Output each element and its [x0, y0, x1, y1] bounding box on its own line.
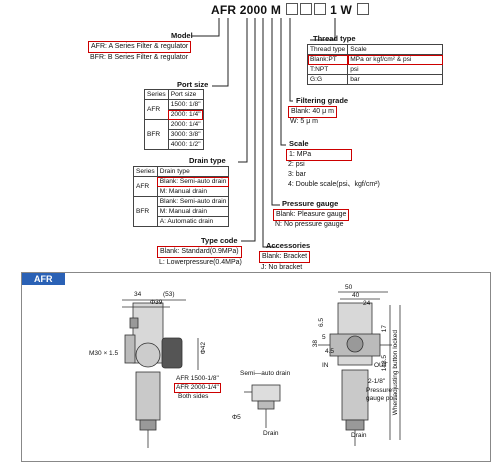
dim-34: 34: [134, 291, 142, 298]
model-code-prefix: AFR 2000 M: [211, 3, 282, 17]
drain-type-bfr-auto: A: Automatic drain: [156, 216, 230, 227]
out-label: OUT: [374, 362, 388, 369]
scale-mpa: 1: MPa: [286, 149, 352, 161]
filtering-grade-5: W: 5 μ m: [290, 118, 319, 125]
model-title: Model: [171, 31, 193, 40]
scale-title: Scale: [289, 139, 309, 148]
type-code-title: Type code: [201, 236, 238, 245]
accessories-bracket: Blank: Bracket: [259, 251, 311, 263]
pressure-gauge-title: Pressure gauge: [282, 199, 339, 208]
afr-section-label: AFR: [22, 273, 65, 285]
port-size-title: Port size: [177, 80, 209, 89]
model-code: AFR 2000 M 1 W: [211, 3, 370, 17]
dim-6-5: 6.5: [318, 318, 325, 328]
dim-m30: M30 × 1.5: [89, 350, 119, 357]
dim-17: 17: [381, 325, 388, 333]
accessories-no-bracket: J: No bracket: [261, 264, 303, 271]
code-box: [356, 3, 369, 15]
drain-type-title: Drain type: [189, 156, 226, 165]
dim-40: 40: [352, 292, 360, 299]
dim-5: 5: [322, 334, 326, 341]
dim-50: 50: [345, 284, 353, 291]
type-code-low: L: Lowerpressure(0.4MPa): [159, 259, 242, 266]
scale-psi: 2: psi: [288, 161, 305, 168]
port-note-1500: AFR 1500-1/8": [176, 375, 219, 382]
thread-type-title: Thread type: [313, 34, 356, 43]
thread-type-g: G:G: [306, 74, 349, 85]
thread-type-g-scale: bar: [347, 74, 444, 85]
accessories-title: Accessories: [266, 241, 311, 250]
drawing-frame: [21, 272, 491, 462]
port-note-both: Both sides: [178, 393, 209, 400]
type-code-standard: Blank: Standard(0.9MPa): [157, 246, 242, 258]
code-box: [285, 3, 298, 15]
port-size-bfr-4000: 4000: 1/2": [167, 139, 204, 150]
semi-drain-label: Drain: [263, 430, 279, 437]
connector-lines: [192, 18, 336, 248]
filtering-grade-40: Blank: 40 μ m: [288, 106, 337, 118]
model-code-suffix: 1 W: [330, 3, 353, 17]
dim-phi42: Φ42: [200, 342, 207, 355]
right-drain-label: Drain: [351, 432, 367, 439]
in-label: IN: [322, 362, 329, 369]
pressure-gauge-blank: Blank: Pleasure gauge: [273, 209, 350, 221]
scale-bar: 3: bar: [288, 171, 306, 178]
dim-38: 38: [312, 340, 319, 348]
filtering-grade-title: Filtering grade: [296, 96, 349, 105]
dim-phi5: Φ5: [232, 414, 241, 421]
dim-phi39: Φ39: [150, 299, 163, 306]
button-locked-label: When adjusting button locked: [392, 330, 399, 416]
code-box: [313, 3, 326, 15]
dim-53: (53): [163, 291, 175, 298]
scale-double: 4: Double scale(psi、kgf/cm²): [288, 181, 380, 188]
dim-4-5: 4.5: [325, 348, 335, 355]
dim-24: 24: [363, 300, 371, 307]
pressure-gauge-none: N: No pressure gauge: [275, 221, 344, 228]
model-row-bfr: BFR: B Series Filter & regulator: [90, 54, 189, 61]
thread-label: 2-1/8": [368, 378, 386, 385]
gauge-port-label: Pressure gauge port: [366, 387, 398, 402]
model-row-afr: AFR: A Series Filter & regulator: [88, 41, 192, 53]
code-box: [299, 3, 312, 15]
drain-type-bfr-label: BFR: [133, 196, 158, 227]
port-note-2000: AFR 2000-1/4": [174, 383, 221, 393]
semi-auto-drain-title: Semi—auto drain: [240, 370, 291, 377]
